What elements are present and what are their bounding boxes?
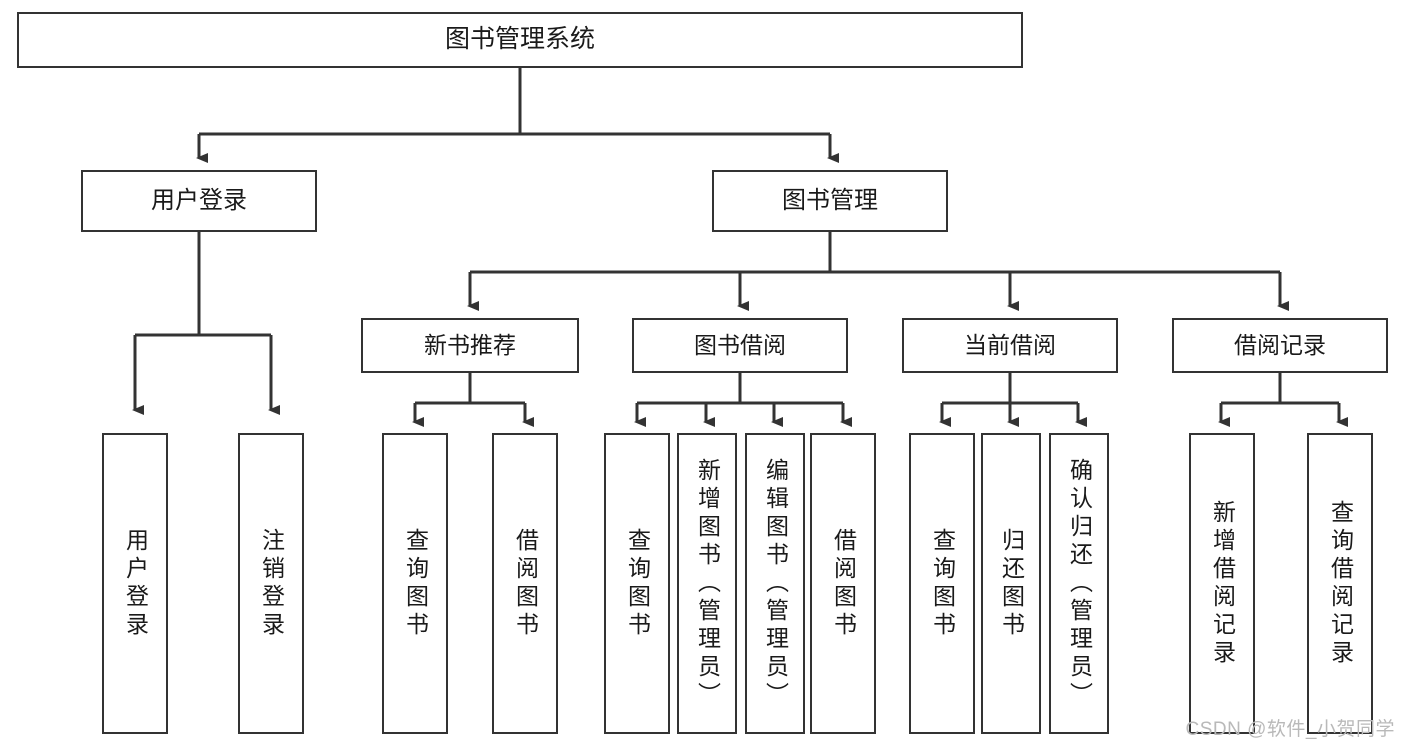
node-leaf-add-record[interactable]: 新增借阅记录: [1189, 433, 1255, 734]
node-root[interactable]: 图书管理系统: [17, 12, 1023, 68]
csdn-watermark: CSDN @软件_小贺同学: [1185, 719, 1395, 740]
node-leaf-user-login[interactable]: 用户登录: [102, 433, 168, 734]
node-leaf-edit-book-label: 编辑图书（管理员）: [762, 457, 789, 710]
node-leaf-logout-login[interactable]: 注销登录: [238, 433, 304, 734]
node-leaf-query-book-1-label: 查询图书: [402, 527, 429, 640]
node-leaf-query-record[interactable]: 查询借阅记录: [1307, 433, 1373, 734]
node-leaf-add-book-label: 新增图书（管理员）: [694, 457, 721, 710]
node-leaf-borrow-book-2[interactable]: 借阅图书: [810, 433, 876, 734]
node-book-manage-label: 图书管理: [782, 186, 878, 214]
node-leaf-query-book-2-label: 查询图书: [624, 527, 651, 640]
node-leaf-borrow-book-1-label: 借阅图书: [512, 527, 539, 640]
node-new-book-recommend[interactable]: 新书推荐: [361, 318, 579, 373]
node-new-book-recommend-label: 新书推荐: [424, 331, 516, 358]
node-borrow-record-label: 借阅记录: [1234, 331, 1326, 358]
node-book-borrow-label: 图书借阅: [694, 331, 786, 358]
node-leaf-query-book-3-label: 查询图书: [929, 527, 956, 640]
node-leaf-query-record-label: 查询借阅记录: [1327, 499, 1354, 668]
node-user-login[interactable]: 用户登录: [81, 170, 317, 232]
node-borrow-record[interactable]: 借阅记录: [1172, 318, 1388, 373]
node-user-login-label: 用户登录: [151, 186, 247, 214]
node-leaf-borrow-book-2-label: 借阅图书: [830, 527, 857, 640]
node-leaf-query-book-2[interactable]: 查询图书: [604, 433, 670, 734]
node-current-borrow[interactable]: 当前借阅: [902, 318, 1118, 373]
node-leaf-user-login-label: 用户登录: [122, 527, 149, 640]
node-leaf-add-record-label: 新增借阅记录: [1209, 499, 1236, 668]
node-leaf-edit-book[interactable]: 编辑图书（管理员）: [745, 433, 805, 734]
node-current-borrow-label: 当前借阅: [964, 331, 1056, 358]
node-leaf-logout-login-label: 注销登录: [258, 527, 285, 640]
node-leaf-confirm-return[interactable]: 确认归还（管理员）: [1049, 433, 1109, 734]
node-leaf-query-book-3[interactable]: 查询图书: [909, 433, 975, 734]
node-leaf-confirm-return-label: 确认归还（管理员）: [1066, 457, 1093, 710]
node-root-label: 图书管理系统: [444, 25, 595, 54]
node-leaf-query-book-1[interactable]: 查询图书: [382, 433, 448, 734]
node-book-borrow[interactable]: 图书借阅: [632, 318, 848, 373]
node-leaf-borrow-book-1[interactable]: 借阅图书: [492, 433, 558, 734]
node-leaf-return-book[interactable]: 归还图书: [981, 433, 1041, 734]
node-leaf-add-book[interactable]: 新增图书（管理员）: [677, 433, 737, 734]
node-book-manage[interactable]: 图书管理: [712, 170, 948, 232]
node-leaf-return-book-label: 归还图书: [998, 527, 1025, 640]
